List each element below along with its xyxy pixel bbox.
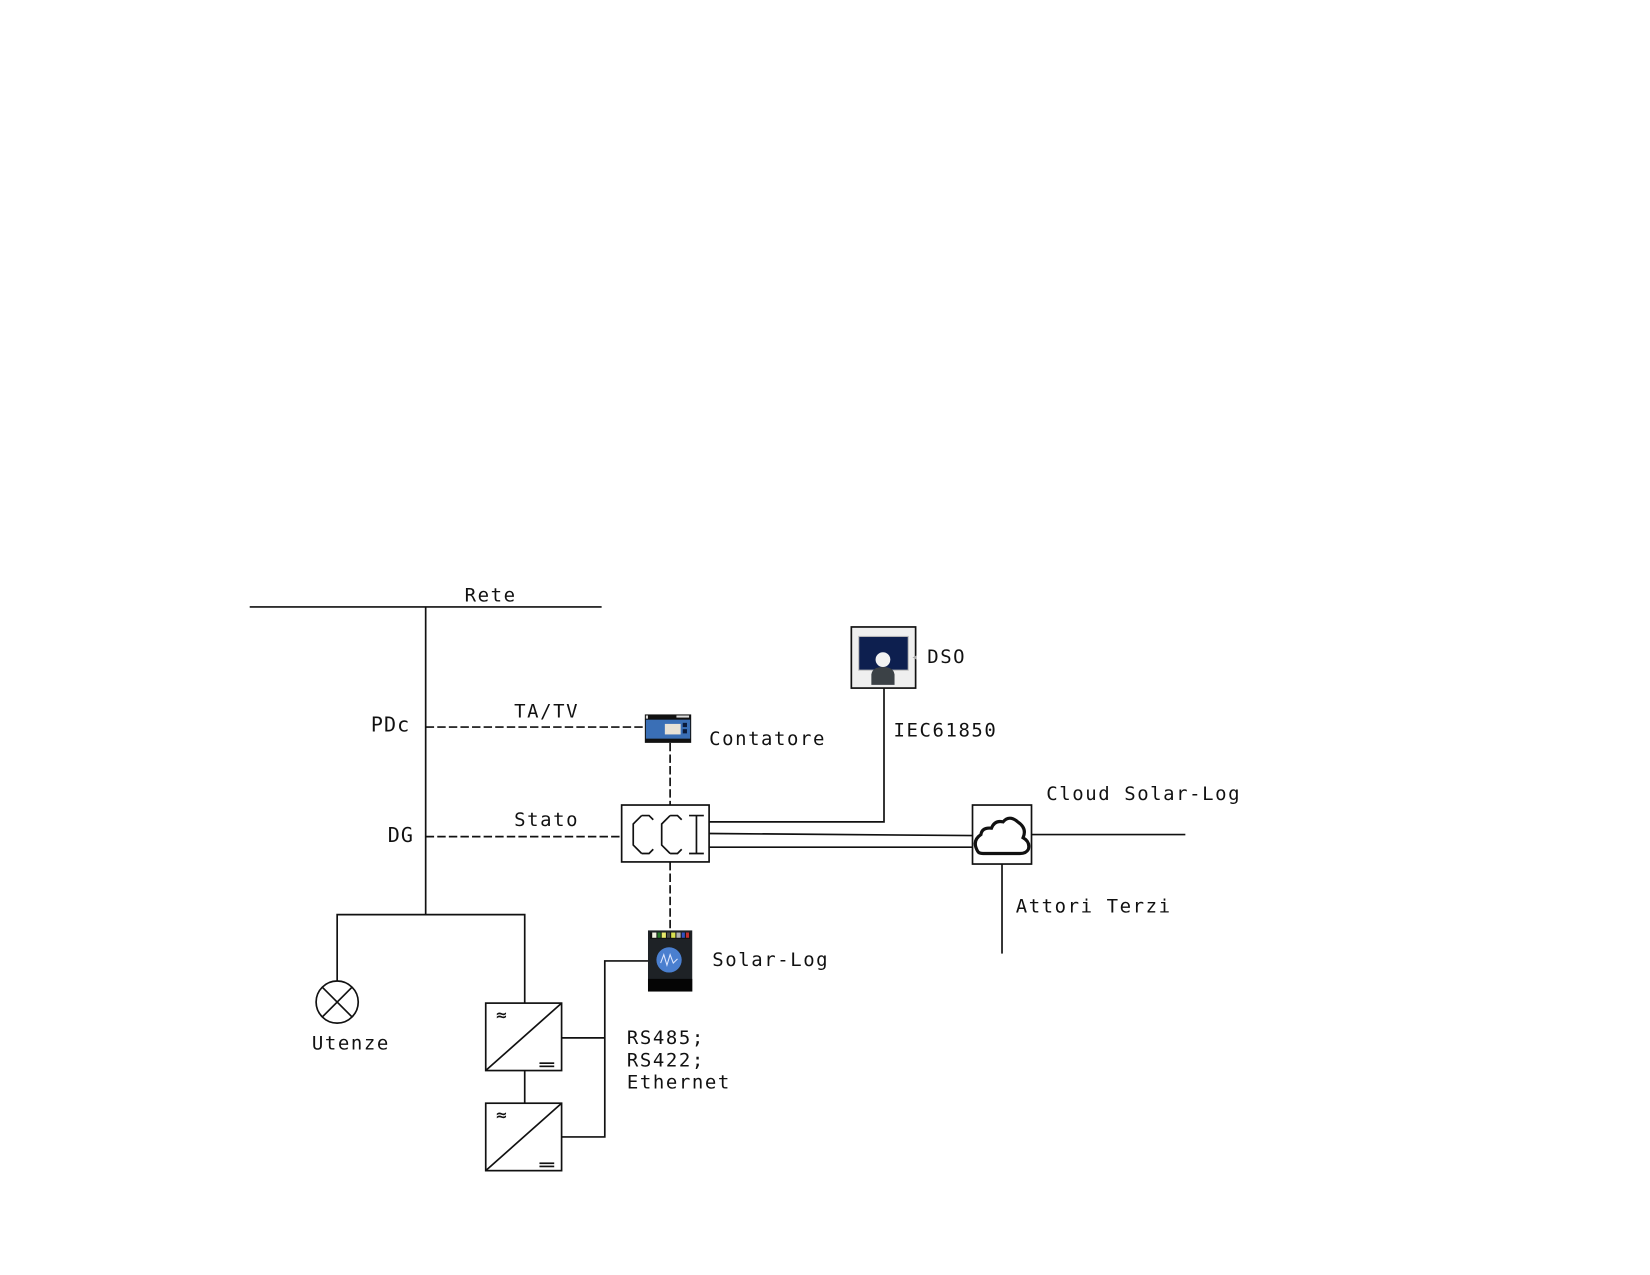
datalogger-icon [647, 930, 693, 992]
operator-icon [871, 652, 895, 685]
inverter-diagonal [485, 1102, 563, 1172]
dso-label: DSO [927, 646, 966, 668]
ta-tv-label: TA/TV [514, 701, 579, 723]
cloud-label: Cloud Solar-Log [1046, 783, 1241, 805]
comm-protocol-1: RS485; [627, 1027, 705, 1049]
cloud-node [971, 804, 1033, 865]
third-parties-label: Attori Terzi [1016, 896, 1172, 918]
grid-bus: Rete [249, 585, 602, 608]
ac-symbol: ≈ [495, 1007, 507, 1024]
iec61850-label: IEC61850 [893, 720, 997, 742]
inverter-2: ≈ [484, 1102, 563, 1172]
cloud-icon [973, 816, 1031, 856]
inverter-diagonal [485, 1002, 563, 1072]
comm-protocol-2: RS422; [627, 1049, 705, 1071]
cci-dso-link [709, 688, 885, 823]
inverter-1: ≈ [484, 1002, 563, 1072]
lamp-icon [315, 980, 360, 1024]
meter-label: Contatore [709, 728, 826, 750]
inverter-comm-bus [561, 960, 648, 1138]
dso-pointer [912, 655, 917, 660]
ac-symbol: ≈ [495, 1107, 507, 1124]
grid-label: Rete [465, 585, 517, 607]
cci-letter-i [689, 814, 704, 855]
loads-label: Utenze [312, 1032, 390, 1054]
cci-letter-c1 [632, 814, 654, 855]
stato-label: Stato [514, 809, 579, 831]
distribution-branch [336, 913, 526, 1004]
meter-icon [644, 714, 692, 743]
pdc-label: PDc [371, 712, 410, 736]
cci-controller [620, 804, 710, 863]
cci-cloud-link-a [709, 832, 973, 837]
cci-letter-c2 [660, 814, 683, 855]
cci-box [620, 804, 710, 863]
comm-protocol-3: Ethernet [627, 1071, 731, 1093]
dg-label: DG [388, 823, 414, 847]
solarlog-label: Solar-Log [712, 949, 829, 971]
dso-node [850, 626, 917, 689]
